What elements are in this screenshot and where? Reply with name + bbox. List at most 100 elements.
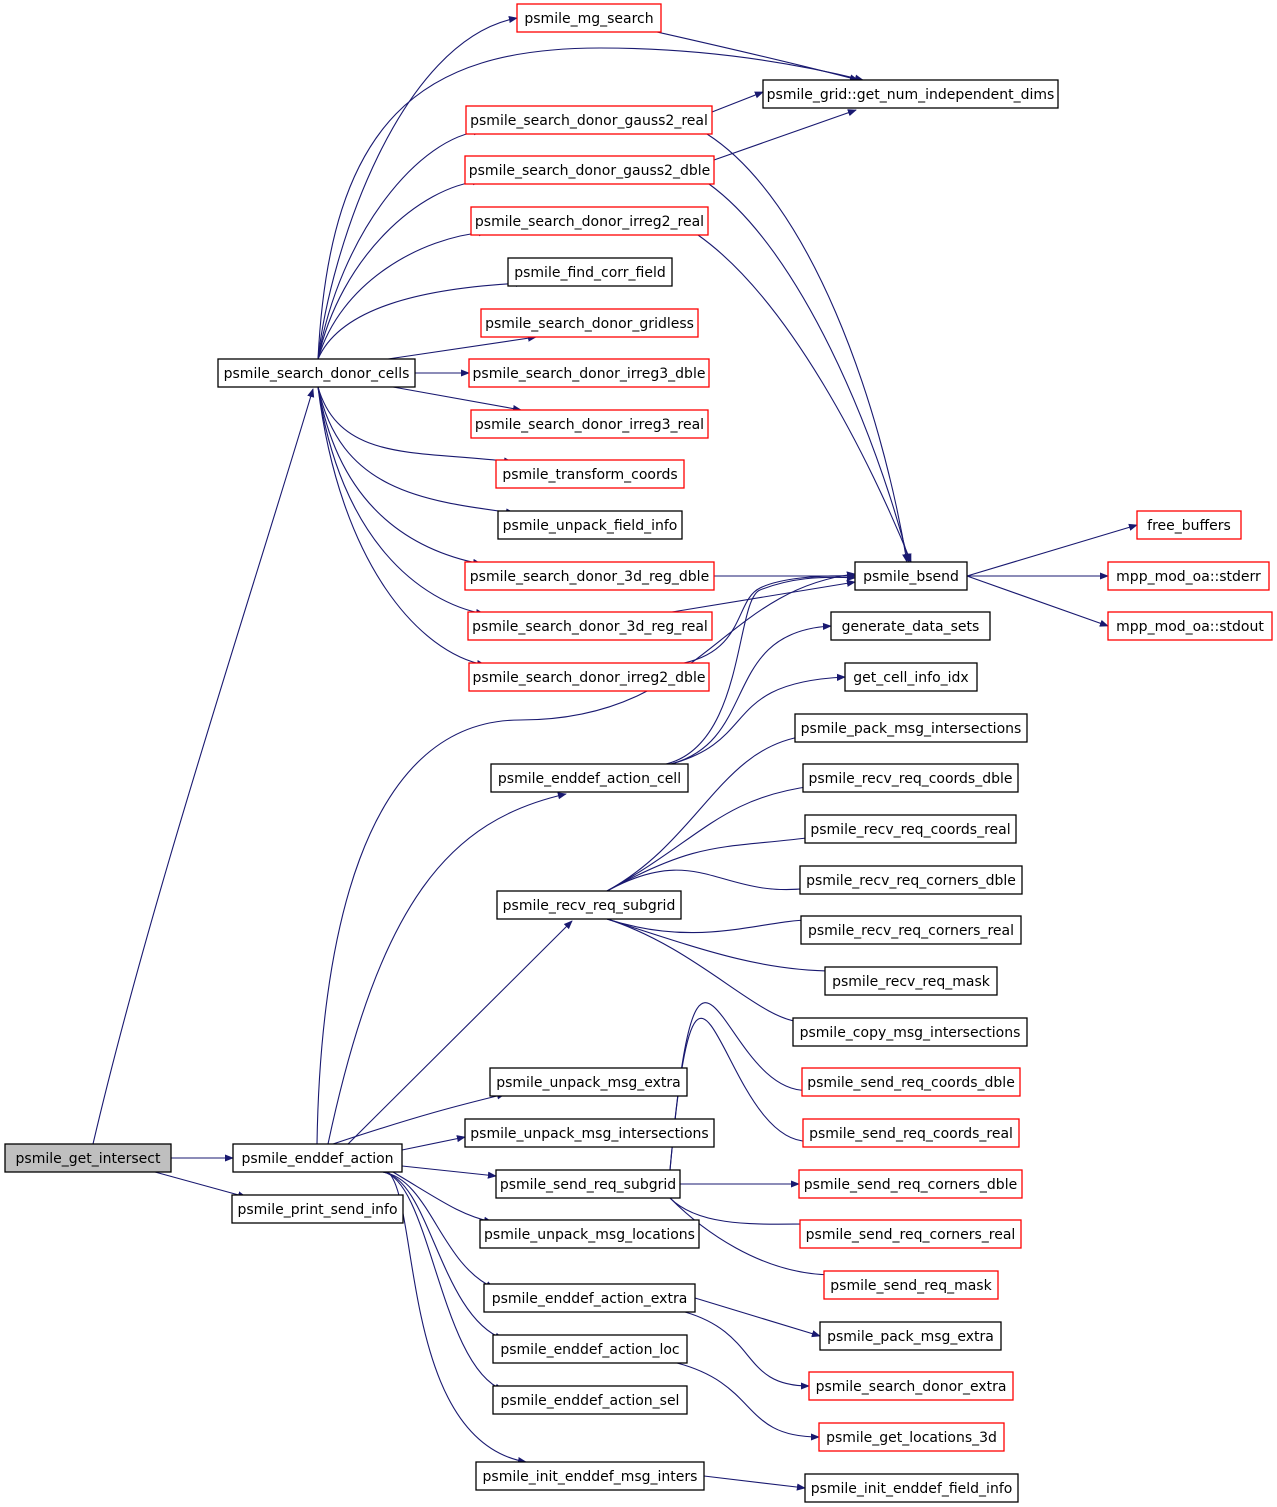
node-search_donor_extra[interactable]: psmile_search_donor_extra (808, 1371, 1014, 1401)
node-box[interactable] (808, 1371, 1014, 1401)
node-box[interactable] (492, 1334, 688, 1364)
node-box[interactable] (799, 1219, 1022, 1249)
node-free_buffers[interactable]: free_buffers (1136, 510, 1242, 540)
node-pack_msg_extra[interactable]: psmile_pack_msg_extra (819, 1321, 1002, 1351)
node-box[interactable] (464, 155, 715, 185)
node-generate_data_sets[interactable]: generate_data_sets (830, 611, 991, 641)
node-box[interactable] (1136, 510, 1242, 540)
node-bsend[interactable]: psmile_bsend (854, 561, 968, 591)
node-search_donor_cells[interactable]: psmile_search_donor_cells (217, 358, 416, 388)
node-box[interactable] (464, 1118, 715, 1148)
node-box[interactable] (217, 358, 416, 388)
node-get_intersect[interactable]: psmile_get_intersect (4, 1143, 172, 1173)
node-box[interactable] (480, 308, 699, 338)
node-init_enddef_field_info[interactable]: psmile_init_enddef_field_info (804, 1473, 1019, 1503)
node-box[interactable] (794, 713, 1028, 743)
node-box[interactable] (804, 1473, 1019, 1503)
node-box[interactable] (465, 105, 713, 135)
node-gridless[interactable]: psmile_search_donor_gridless (480, 308, 699, 338)
node-send_req_coords_dble[interactable]: psmile_send_req_coords_dble (801, 1067, 1021, 1097)
node-box[interactable] (854, 561, 968, 591)
node-gauss2_dble[interactable]: psmile_search_donor_gauss2_dble (464, 155, 715, 185)
node-irreg2_dble[interactable]: psmile_search_donor_irreg2_dble (468, 662, 710, 692)
node-unpack_msg_intersections[interactable]: psmile_unpack_msg_intersections (464, 1118, 715, 1148)
node-enddef_action_loc[interactable]: psmile_enddef_action_loc (492, 1334, 688, 1364)
node-box[interactable] (479, 1219, 700, 1249)
node-unpack_field_info[interactable]: psmile_unpack_field_info (497, 510, 683, 540)
node-unpack_msg_locations[interactable]: psmile_unpack_msg_locations (479, 1219, 700, 1249)
node-recv_req_coords_dble[interactable]: psmile_recv_req_coords_dble (802, 763, 1019, 793)
node-box[interactable] (490, 763, 689, 793)
node-stdout[interactable]: mpp_mod_oa::stdout (1107, 611, 1273, 641)
node-get_num_dims[interactable]: psmile_grid::get_num_independent_dims (762, 79, 1059, 109)
node-box[interactable] (495, 1169, 681, 1199)
node-box[interactable] (792, 1017, 1028, 1047)
node-box[interactable] (470, 206, 709, 236)
node-enddef_action_cell[interactable]: psmile_enddef_action_cell (490, 763, 689, 793)
node-box[interactable] (802, 763, 1019, 793)
node-box[interactable] (762, 79, 1059, 109)
node-box[interactable] (507, 257, 673, 287)
node-box[interactable] (468, 358, 710, 388)
node-box[interactable] (470, 409, 709, 439)
node-box[interactable] (232, 1143, 403, 1173)
node-send_req_subgrid[interactable]: psmile_send_req_subgrid (495, 1169, 681, 1199)
node-box[interactable] (4, 1143, 172, 1173)
node-get_locations_3d[interactable]: psmile_get_locations_3d (818, 1422, 1005, 1452)
node-enddef_action_extra[interactable]: psmile_enddef_action_extra (483, 1283, 696, 1313)
node-box[interactable] (818, 1422, 1005, 1452)
node-send_req_corners_dble[interactable]: psmile_send_req_corners_dble (798, 1169, 1023, 1199)
node-send_req_coords_real[interactable]: psmile_send_req_coords_real (802, 1118, 1020, 1148)
node-box[interactable] (489, 1067, 688, 1097)
node-box[interactable] (496, 890, 682, 920)
node-box[interactable] (475, 1461, 705, 1491)
node-box[interactable] (468, 662, 710, 692)
node-box[interactable] (464, 561, 715, 591)
node-enddef_action_sel[interactable]: psmile_enddef_action_sel (492, 1385, 688, 1415)
node-box[interactable] (830, 611, 991, 641)
node-box[interactable] (483, 1283, 696, 1313)
node-box[interactable] (798, 1169, 1023, 1199)
node-send_req_corners_real[interactable]: psmile_send_req_corners_real (799, 1219, 1022, 1249)
node-box[interactable] (802, 1118, 1020, 1148)
node-init_enddef_msg_inters[interactable]: psmile_init_enddef_msg_inters (475, 1461, 705, 1491)
node-irreg2_real[interactable]: psmile_search_donor_irreg2_real (470, 206, 709, 236)
node-recv_req_corners_real[interactable]: psmile_recv_req_corners_real (800, 915, 1022, 945)
node-box[interactable] (495, 459, 685, 489)
node-recv_req_mask[interactable]: psmile_recv_req_mask (824, 966, 998, 996)
node-unpack_msg_extra[interactable]: psmile_unpack_msg_extra (489, 1067, 688, 1097)
node-irreg3_real[interactable]: psmile_search_donor_irreg3_real (470, 409, 709, 439)
node-find_corr_field[interactable]: psmile_find_corr_field (507, 257, 673, 287)
node-box[interactable] (823, 1270, 999, 1300)
node-box[interactable] (492, 1385, 688, 1415)
node-box[interactable] (801, 1067, 1021, 1097)
node-irreg3_dble[interactable]: psmile_search_donor_irreg3_dble (468, 358, 710, 388)
node-recv_req_coords_real[interactable]: psmile_recv_req_coords_real (804, 814, 1017, 844)
node-mg_search[interactable]: psmile_mg_search (516, 3, 662, 33)
node-box[interactable] (799, 865, 1023, 895)
node-box[interactable] (1107, 611, 1273, 641)
node-stderr[interactable]: mpp_mod_oa::stderr (1107, 561, 1270, 591)
node-reg3d_real[interactable]: psmile_search_donor_3d_reg_real (467, 611, 713, 641)
node-get_cell_info_idx[interactable]: get_cell_info_idx (844, 662, 978, 692)
node-box[interactable] (804, 814, 1017, 844)
node-copy_msg_intersections[interactable]: psmile_copy_msg_intersections (792, 1017, 1028, 1047)
node-box[interactable] (467, 611, 713, 641)
node-box[interactable] (819, 1321, 1002, 1351)
node-recv_req_corners_dble[interactable]: psmile_recv_req_corners_dble (799, 865, 1023, 895)
node-box[interactable] (824, 966, 998, 996)
node-enddef_action[interactable]: psmile_enddef_action (232, 1143, 403, 1173)
node-pack_msg_intersections[interactable]: psmile_pack_msg_intersections (794, 713, 1028, 743)
node-box[interactable] (231, 1194, 404, 1224)
node-box[interactable] (1107, 561, 1270, 591)
node-transform_coords[interactable]: psmile_transform_coords (495, 459, 685, 489)
node-box[interactable] (516, 3, 662, 33)
node-box[interactable] (497, 510, 683, 540)
node-send_req_mask[interactable]: psmile_send_req_mask (823, 1270, 999, 1300)
node-recv_req_subgrid[interactable]: psmile_recv_req_subgrid (496, 890, 682, 920)
node-box[interactable] (844, 662, 978, 692)
node-gauss2_real[interactable]: psmile_search_donor_gauss2_real (465, 105, 713, 135)
node-box[interactable] (800, 915, 1022, 945)
node-reg3d_dble[interactable]: psmile_search_donor_3d_reg_dble (464, 561, 715, 591)
node-print_send_info[interactable]: psmile_print_send_info (231, 1194, 404, 1224)
